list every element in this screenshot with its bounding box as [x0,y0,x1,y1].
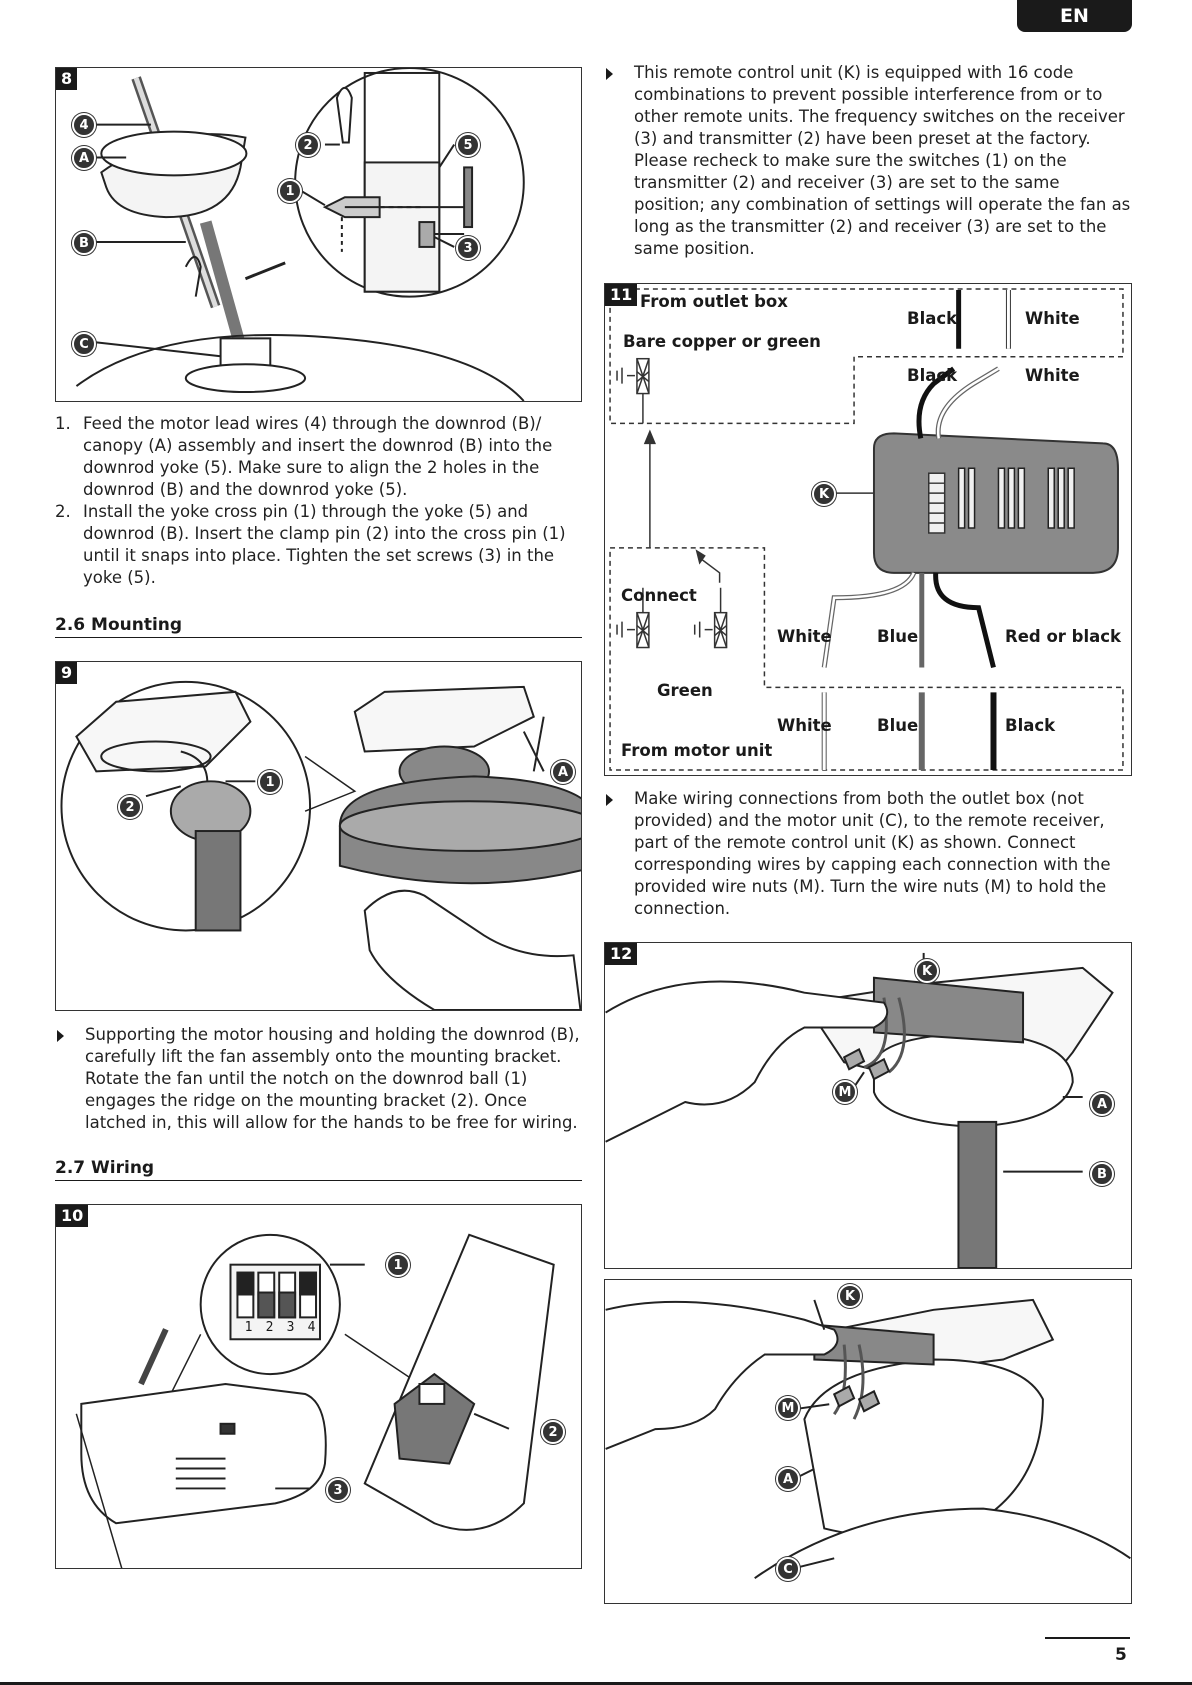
label-blue-bottom: Blue [877,716,919,735]
callout-a: A [551,760,575,784]
page-number: 5 [1115,1645,1127,1665]
label-black-bottom: Black [1005,716,1056,735]
remote-text: This remote control unit (K) is equipped… [604,62,1134,260]
label-black-mid: Black [907,366,958,385]
figure-9: 9 1 2 A [55,661,582,1011]
figure-12: 12 K M A B [604,942,1132,1269]
callout-c: C [72,332,96,356]
callout-m: M [833,1080,857,1104]
mounting-illustration [60,680,581,1010]
label-green: Green [657,681,713,700]
wire-connection-illustration-2 [605,1298,1131,1579]
language-tab: EN [1017,0,1132,32]
callout-1: 1 [258,770,282,794]
section-mounting: 2.6 Mounting [55,615,582,638]
label-blue-low: Blue [877,627,919,646]
callout-1: 1 [386,1253,410,1277]
callout-a: A [72,146,96,170]
wiring-diagram [609,288,1124,771]
figure-number: 8 [56,68,78,90]
section-wiring: 2.7 Wiring [55,1158,582,1181]
label-from-motor-unit: From motor unit [621,741,773,760]
callout-5: 5 [456,133,480,157]
footer-rule [1045,1637,1130,1639]
receiver-transmitter-illustration [75,1233,555,1568]
callout-1: 1 [278,179,302,203]
callout-3: 3 [326,1478,350,1502]
steps-text: 1.Feed the motor lead wires (4) through … [55,413,582,589]
label-white-bottom: White [777,716,832,735]
figure-8: 8 [55,67,582,402]
wiring-text: Make wiring connections from both the ou… [604,788,1134,920]
callout-k: K [812,482,836,506]
callout-3: 3 [456,236,480,260]
callout-m: M [776,1396,800,1420]
callout-4: 4 [72,113,96,137]
label-from-outlet-box: From outlet box [640,292,788,311]
downrod-assembly-illustration [75,68,525,401]
step-item: 1.Feed the motor lead wires (4) through … [55,414,553,499]
label-connect: Connect [621,586,697,605]
mounting-text: Supporting the motor housing and holding… [55,1024,582,1134]
figure-number: 11 [605,284,638,306]
callout-a: A [776,1467,800,1491]
callout-c: C [776,1557,800,1581]
figure-number: 9 [56,662,78,684]
figure-number: 10 [56,1205,89,1227]
bottom-bar [0,1682,1192,1685]
wire-connection-illustration-1 [605,952,1114,1268]
callout-a: A [1090,1092,1114,1116]
figure-11: 11 [604,283,1132,776]
label-white-top: White [1025,309,1080,328]
callout-k: K [838,1284,862,1308]
callout-2: 2 [296,133,320,157]
switch-numbers: 1 2 3 4 [244,1320,316,1335]
callout-b: B [72,231,96,255]
step-item: 2.Install the yoke cross pin (1) through… [55,502,566,587]
figure-number: 12 [605,943,638,965]
label-bare-copper: Bare copper or green [623,332,821,351]
callout-b: B [1090,1162,1114,1186]
label-white-mid: White [1025,366,1080,385]
callout-2: 2 [541,1420,565,1444]
callout-k: K [915,959,939,983]
figure-10: 10 [55,1204,582,1569]
figure-13: K M A C [604,1279,1132,1604]
label-red-or-black: Red or black [1005,627,1122,646]
label-white-low: White [777,627,832,646]
callout-2: 2 [118,795,142,819]
label-black-top: Black [907,309,958,328]
